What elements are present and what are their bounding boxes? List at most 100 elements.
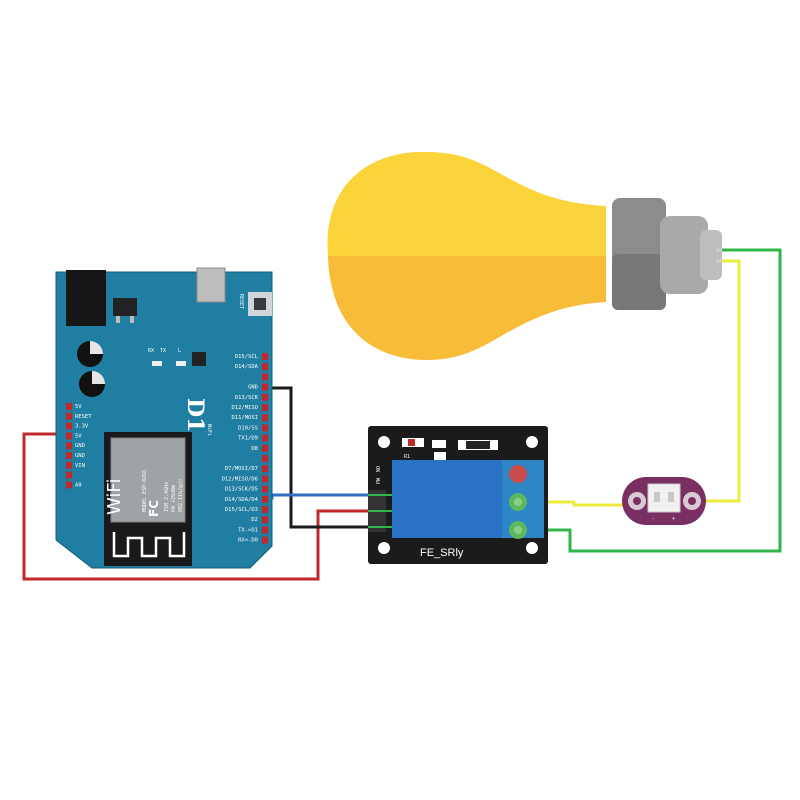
right-pin [262,485,268,493]
led-rx [152,361,162,366]
right-pin [262,393,268,401]
tx-label: TX [160,348,166,354]
right-pin-label: D2 [251,517,258,523]
right-pin [262,353,268,360]
board-logo-sub: WiFi [206,424,212,436]
right-pin-label: D7/MOSI/D7 [225,466,258,472]
bulb-glass-bottom [328,256,606,360]
right-pin-label: D11/MOSI [232,415,259,421]
esp-text-4: 802.11b/g/n [178,479,184,512]
usb-port [196,267,226,303]
wire-green [519,248,782,553]
relay-r1-label: R1 [404,454,410,460]
sensor-connector [647,483,681,513]
rx-label: RX [148,348,154,354]
left-pin-label: VIN [75,463,85,469]
relay-name: FE_SRly [420,547,464,559]
esp8266-module: WiFi FC MODEL ESP-8266 ISM 2.4GHz PA +25… [104,432,192,566]
left-pin-label: A0 [75,482,82,488]
terminal-screw-no-inner [514,526,522,534]
sensor-pad-left-inner [633,497,641,505]
right-pin-label: D12/MISO/D6 [222,476,258,482]
relay-no-label: NO [376,466,382,472]
right-pin [262,455,268,462]
board-logo: D1 [182,398,208,432]
capacitor-2-mark [92,371,105,384]
reset-button [254,298,266,310]
right-pin [262,516,268,524]
left-pin-label: GND [75,453,85,459]
left-pin [66,471,72,479]
right-pin [262,506,268,513]
left-pin [66,461,72,469]
left-pin [66,452,72,459]
esp-text-1: MODEL ESP-8266 [142,470,148,512]
wire-red [22,432,368,581]
left-pin [66,422,72,430]
left-header: 5V RESET 3.3V 5V GND GND VIN A0 [66,403,92,489]
wire-yellow-b [683,259,741,503]
l-label: L [178,348,181,354]
bulb-glass-top [327,151,606,256]
right-pin-label: D12/MISO [232,405,259,411]
right-pin [262,373,268,381]
regulator-leg-1 [116,316,120,323]
power-jack [66,270,106,326]
relay-mount-hole-1 [378,436,390,448]
esp-text-3: PA +25dBm [171,485,177,512]
right-pin [262,404,268,411]
terminal-screw-nc [509,465,527,483]
relay-led-dot [408,439,415,446]
left-pin-label: RESET [75,414,92,420]
bulb-base-socket [660,216,708,294]
left-pin [66,442,72,450]
left-pin [66,412,72,420]
esp-wifi-mark: WiFi [104,479,125,515]
wire-black [264,386,368,529]
left-pin-label: 3.3V [75,424,89,430]
regulator-leg-2 [130,316,134,323]
relay-module: R1 PW NO FE_SRly [368,426,548,564]
right-pin-label: D8 [251,446,258,452]
right-pin-label: D13/SCK [235,395,259,401]
sensor-board: - + [622,477,706,525]
wire-blue [264,493,368,500]
left-pin-label: 5V [75,433,82,439]
sensor-minus-label: - [652,516,655,522]
right-pin [262,495,268,503]
right-pin-label: TX->D1 [238,527,258,533]
left-pin-label: 5V [75,404,82,410]
right-pin [262,414,268,422]
small-chip [192,352,206,366]
right-pin-label: RX<-D0 [238,538,258,544]
left-pin [66,432,72,440]
sensor-connector-pin-2 [668,492,674,502]
right-pin-label: D14/SDA [235,364,259,370]
right-pin [262,424,268,432]
esp-shield [110,437,186,523]
esp-fc-mark: FC [147,500,161,517]
esp-text-2: ISM 2.4GHz [164,482,170,512]
relay-mount-hole-2 [526,436,538,448]
relay-mount-hole-4 [526,542,538,554]
relay-resistor [432,440,446,448]
relay-transistor [434,452,446,460]
right-pin [262,465,268,473]
relay-diode-body [466,441,490,449]
right-pin-label: TX1/D9 [238,436,258,442]
right-pin-label: D13/SCK/D5 [225,487,258,493]
right-pin [262,526,268,534]
right-pin [262,434,268,442]
relay-mount-hole-3 [378,542,390,554]
right-pin [262,444,268,452]
right-pin [262,475,268,483]
right-pin-label: D15/SCL/D3 [225,507,258,513]
esp-antenna-trace [112,532,186,558]
sensor-plus-label: + [672,516,675,522]
right-pin-label: D10/SS [238,425,258,431]
right-pin-label: D14/SDA/D4 [225,497,259,503]
right-pin [262,536,268,544]
left-pin-label: GND [75,443,85,449]
sensor-pad-right-inner [688,497,696,505]
